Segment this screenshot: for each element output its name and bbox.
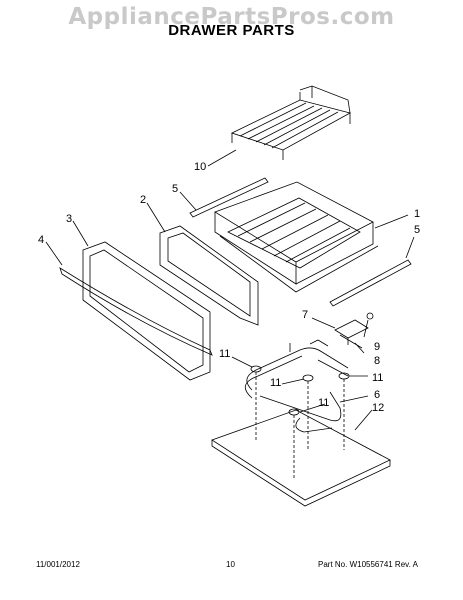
heating-element-part: [244, 339, 349, 433]
footer-page-number: 10: [226, 560, 235, 569]
callout-5-right: 5: [414, 224, 420, 236]
screw-fasteners: [250, 365, 350, 416]
callout-4: 4: [38, 234, 44, 246]
page-title: DRAWER PARTS: [168, 22, 295, 39]
drawer-tub-part: [214, 181, 379, 293]
watermark: AppliancePartsPros.com: [68, 4, 395, 30]
drawer-handle: [59, 267, 213, 356]
callout-11-c: 11: [372, 372, 383, 384]
footer-date: 11/001/2012: [36, 560, 80, 569]
callout-12: 12: [372, 402, 384, 414]
callout-7: 7: [302, 309, 308, 321]
rack-part: [230, 85, 352, 160]
right-slide-rail: [329, 259, 412, 307]
callout-11-d: 11: [318, 397, 329, 409]
callout-6: 6: [374, 389, 380, 401]
inner-door-panel-part: [159, 225, 259, 326]
callout-10: 10: [194, 161, 206, 173]
bottom-panel-part: [211, 409, 391, 507]
footer-part-number: Part No. W10556741 Rev. A: [318, 560, 418, 569]
drawer-front-part: [59, 241, 213, 381]
left-slide-rail: [189, 177, 269, 218]
callout-3: 3: [66, 213, 72, 225]
callout-9: 9: [374, 341, 380, 353]
callout-2: 2: [140, 194, 146, 206]
callout-1: 1: [414, 208, 420, 220]
bracket-assembly-part: [334, 312, 374, 349]
callout-8: 8: [374, 355, 380, 367]
callout-11-b: 11: [270, 377, 281, 389]
leader-lines: [45, 149, 415, 431]
callout-5-left: 5: [172, 183, 178, 195]
callout-11-a: 11: [219, 348, 230, 360]
